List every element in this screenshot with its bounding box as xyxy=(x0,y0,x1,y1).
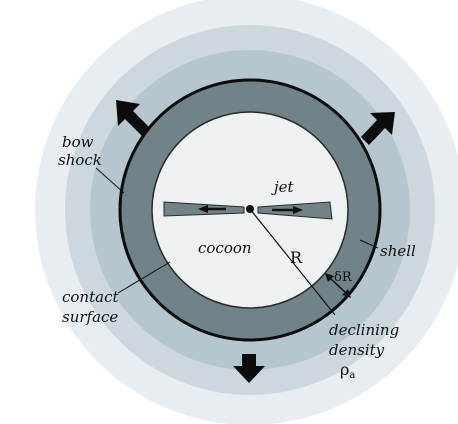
shell-thickness-label: δR xyxy=(334,270,353,285)
shell-thickness-arrow-icon xyxy=(325,273,351,298)
radius-label: R xyxy=(290,248,303,267)
declining-density-label-line1: declining xyxy=(329,321,399,339)
down-arrow-icon xyxy=(233,354,265,383)
rho-symbol: ρ xyxy=(340,360,349,379)
upper-left-arrow-icon xyxy=(116,100,150,136)
shell-label: shell xyxy=(380,242,416,260)
rho-subscript: a xyxy=(349,370,355,381)
jet-right-arrow-icon xyxy=(272,206,303,214)
contact-surface-leader xyxy=(117,261,171,294)
upper-right-arrow-icon xyxy=(361,112,395,145)
declining-density-label-line2: density xyxy=(329,341,385,359)
jet-left-arrow-icon xyxy=(198,205,226,213)
bow-shock-label-line2: shock xyxy=(58,151,102,169)
contact-surface-label-line2: surface xyxy=(62,308,118,326)
bow-shock-label-line1: bow xyxy=(62,133,94,151)
cocoon-label: cocoon xyxy=(198,239,252,257)
radius-line xyxy=(249,208,336,316)
bow-shock-leader xyxy=(95,167,125,194)
shell-leader xyxy=(359,239,379,249)
jet-label: jet xyxy=(271,178,295,196)
contact-surface-label-line1: contact xyxy=(62,288,119,306)
ambient-density-symbol: ρa xyxy=(340,360,355,381)
